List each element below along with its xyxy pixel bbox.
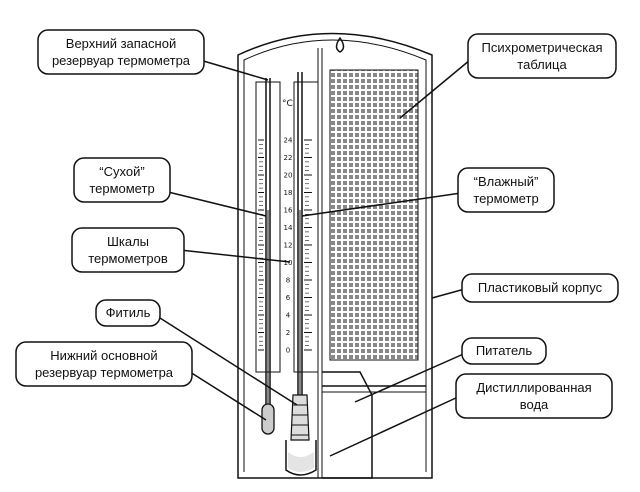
label-upper-reservoir: Верхний запасной резервуар термометра: [37, 29, 205, 75]
scale-tick-label: 16: [284, 207, 293, 215]
wet-thermometer: [285, 72, 319, 476]
hanging-hole-icon: [335, 36, 345, 53]
svg-text:Психрометрическая: Психрометрическая: [482, 40, 603, 55]
label-feeder: Питатель: [461, 337, 547, 365]
svg-text:Фитиль: Фитиль: [106, 305, 151, 320]
water-container: [322, 371, 373, 479]
wick-shape: [290, 394, 310, 441]
label-wet-thermometer: “Влажный” термометр: [457, 167, 555, 213]
scale-tick-label: 2: [286, 329, 290, 337]
leader-lines: [159, 59, 473, 457]
scale-tick-label: 14: [284, 224, 293, 232]
svg-text:Пластиковый корпус: Пластиковый корпус: [478, 280, 603, 295]
psychrometric-table-grid: [329, 69, 419, 361]
svg-text:термометр: термометр: [89, 181, 154, 196]
scale-tick-label: 12: [284, 242, 293, 250]
svg-text:Питатель: Питатель: [476, 343, 533, 358]
label-distilled-water: Дистиллированная вода: [455, 373, 613, 419]
svg-text:Нижний основной: Нижний основной: [50, 348, 157, 363]
svg-text:термометров: термометров: [88, 251, 168, 266]
svg-text:резервуар термометра: резервуар термометра: [35, 365, 174, 380]
label-scales: Шкалы термометров: [71, 227, 185, 273]
scale-tick-label: 24: [284, 137, 293, 145]
svg-text:термометр: термометр: [473, 191, 538, 206]
svg-text:“Влажный”: “Влажный”: [474, 174, 539, 189]
svg-text:Верхний запасной: Верхний запасной: [66, 36, 176, 51]
dry-bulb: [261, 403, 275, 435]
scale-unit: °C: [282, 99, 293, 109]
scale-tick-label: 20: [284, 172, 293, 180]
svg-text:резервуар термометра: резервуар термометра: [52, 53, 191, 68]
svg-text:Шкалы: Шкалы: [107, 234, 149, 249]
dry-thermometer: [255, 78, 281, 435]
label-dry-thermometer: “Сухой” термометр: [73, 157, 171, 203]
label-psychrometric-table: Психрометрическая таблица: [467, 33, 617, 79]
label-plastic-case: Пластиковый корпус: [461, 273, 619, 303]
scale-tick-label: 6: [286, 294, 291, 302]
svg-text:вода: вода: [520, 397, 549, 412]
svg-text:таблица: таблица: [517, 57, 567, 72]
scale-tick-label: 0: [286, 347, 290, 355]
scale-tick-label: 18: [284, 189, 293, 197]
feeder-vessel: [285, 440, 317, 476]
svg-text:Дистиллированная: Дистиллированная: [476, 380, 591, 395]
label-wick: Фитиль: [95, 299, 161, 327]
label-lower-reservoir: Нижний основной резервуар термометра: [15, 341, 193, 387]
scale-tick-label: 4: [286, 312, 291, 320]
scale-tick-label: 8: [286, 277, 290, 285]
scale-tick-label: 22: [284, 154, 293, 162]
scale-tick-label: 10: [284, 259, 293, 267]
svg-text:“Сухой”: “Сухой”: [99, 164, 144, 179]
